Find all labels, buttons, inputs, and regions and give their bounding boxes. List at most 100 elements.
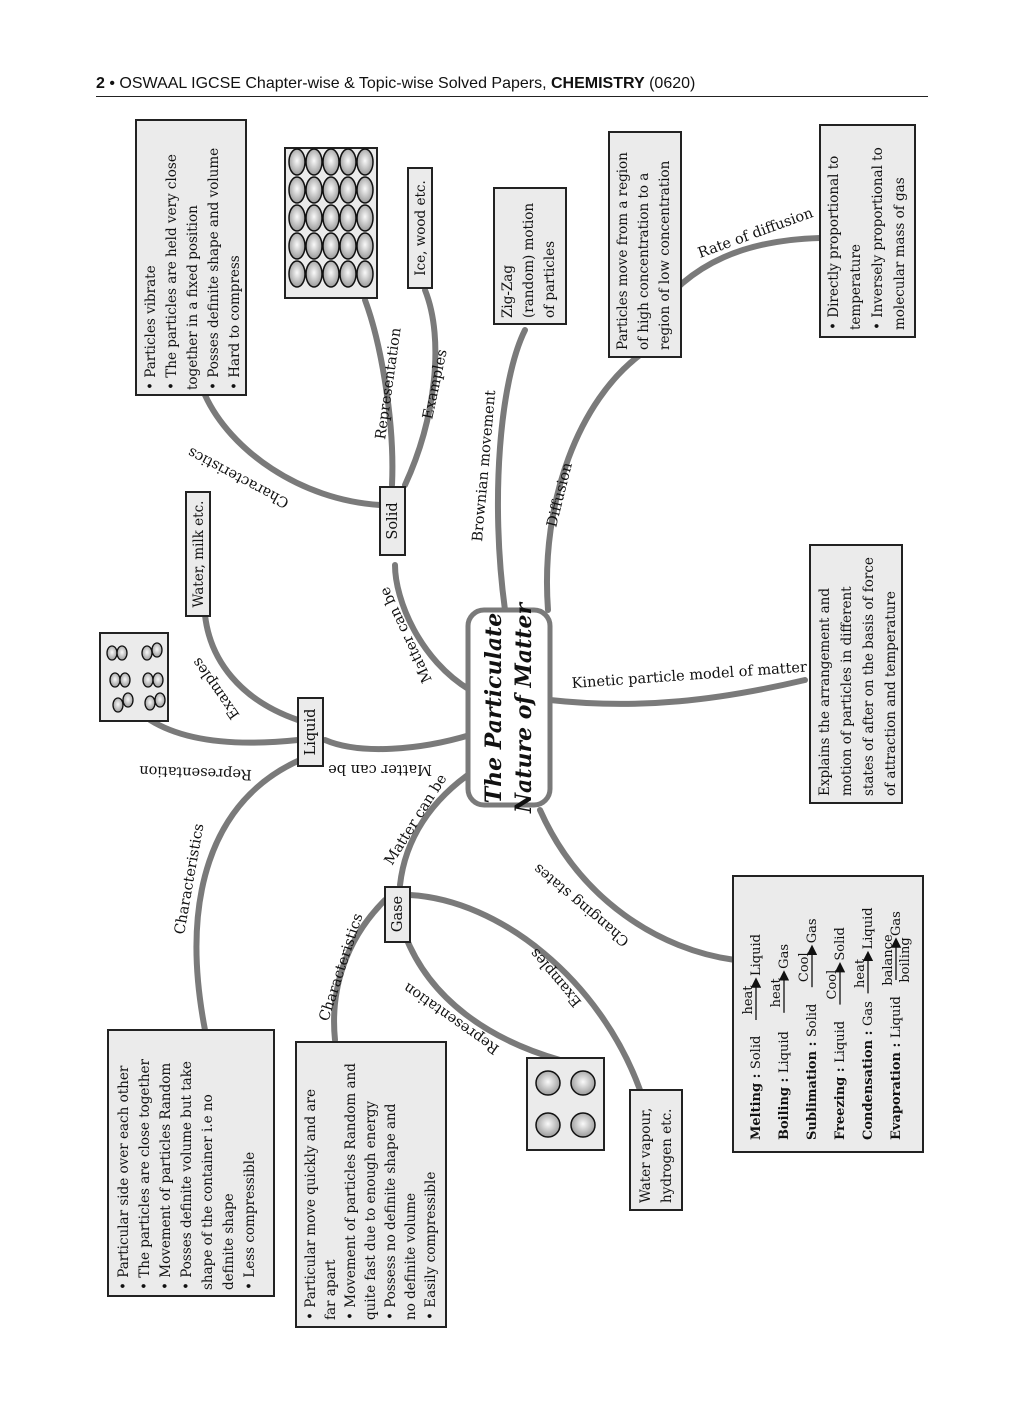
text-line: quite fast due to enough energy bbox=[363, 1101, 379, 1320]
text-line: shape of the container i.e no bbox=[200, 1094, 216, 1290]
branch-solid-char bbox=[202, 392, 383, 508]
gas-representation bbox=[526, 1057, 605, 1151]
text-line: • Hard to compress bbox=[227, 255, 243, 390]
text-line: of attraction and temperature bbox=[883, 591, 899, 796]
solid-particle bbox=[288, 176, 306, 204]
solid-particle bbox=[305, 260, 323, 288]
branch-solid-ex bbox=[402, 287, 439, 488]
text-line: • The particles are close together bbox=[137, 1059, 153, 1290]
label-brownian: Brownian movement bbox=[470, 389, 499, 542]
condition-below: boiling bbox=[898, 937, 913, 982]
label-liquid-representation: Representation bbox=[139, 762, 252, 782]
liquid-particle bbox=[152, 672, 164, 688]
solid-examples-text: Ice, wood etc. bbox=[413, 180, 429, 275]
branch-center-solid bbox=[392, 562, 473, 693]
header-subject: CHEMISTRY bbox=[551, 75, 645, 92]
text-line: • Particular move quickly and are bbox=[303, 1089, 319, 1320]
branch-center-liquid bbox=[322, 732, 473, 753]
solid-particle bbox=[288, 148, 306, 176]
liquid-characteristics-box: • Particular side over each other• The p… bbox=[107, 1029, 275, 1297]
liquid-particles bbox=[106, 642, 166, 713]
solid-particle bbox=[339, 176, 357, 204]
node-gas-label: Gase bbox=[390, 896, 406, 932]
solid-particle bbox=[356, 260, 374, 288]
solid-characteristics-box: • Particles vibrate• The particles are h… bbox=[135, 119, 247, 396]
condition-above: heat bbox=[769, 978, 784, 1008]
text-line: far apart bbox=[323, 1259, 339, 1320]
label-matter-liquid: Matter can be bbox=[328, 761, 432, 777]
state-change-equation: Boiling : Liquid bbox=[777, 1031, 792, 1140]
solid-particle bbox=[288, 204, 306, 232]
solid-particle bbox=[322, 204, 340, 232]
text-line: • Inversely proportional to bbox=[870, 147, 886, 330]
state-change-row: Melting : Solid heat Liquid bbox=[741, 934, 764, 1140]
condition-above: Cool bbox=[825, 970, 840, 1000]
branch-gas-rep bbox=[402, 932, 563, 1063]
liquid-examples-box: Water, milk etc. bbox=[185, 491, 211, 617]
text-line: Water vapour, bbox=[638, 1108, 654, 1203]
state-change-equation: Sublimation : Solid bbox=[805, 1004, 820, 1140]
state-change-row: Boiling : Liquid heat Gas bbox=[769, 944, 792, 1140]
text-line: molecular mass of gas bbox=[892, 177, 908, 330]
state-to: Gas bbox=[777, 944, 792, 969]
gas-particle bbox=[570, 1070, 596, 1096]
state-to: Solid bbox=[833, 927, 848, 960]
text-line: • Less compressible bbox=[242, 1152, 258, 1290]
liquid-particle bbox=[116, 645, 128, 661]
diffusion-text: Particles move from a region of high conc… bbox=[615, 152, 673, 350]
text-line: Particles move from a region bbox=[615, 152, 631, 350]
text-line: (random) motion bbox=[521, 203, 537, 318]
condition-above: heat bbox=[741, 985, 756, 1015]
text-line: together in a fixed position bbox=[185, 205, 201, 390]
text-line: states of after on the basis of force bbox=[861, 557, 877, 796]
branch-diffusion bbox=[544, 352, 643, 613]
solid-particle bbox=[356, 176, 374, 204]
label-diffusion: Diffusion bbox=[544, 461, 576, 529]
state-change-equation: Melting : Solid bbox=[749, 1036, 764, 1140]
text-line: • Posses definite shape and volume bbox=[206, 148, 222, 390]
gas-characteristics-box: • Particular move quickly and are far ap… bbox=[295, 1041, 447, 1328]
gas-characteristics-text: • Particular move quickly and are far ap… bbox=[303, 1063, 439, 1320]
solid-particle bbox=[305, 232, 323, 260]
center-title-line2: Nature of Matter bbox=[511, 602, 537, 814]
liquid-particle bbox=[151, 642, 163, 658]
branch-liquid-char bbox=[193, 757, 303, 1033]
text-line: Explains the arrangement and bbox=[817, 588, 833, 796]
gas-particle bbox=[570, 1112, 596, 1138]
text-line: of high concentration to a bbox=[636, 173, 652, 350]
text-line: • Movement of particles Random and bbox=[343, 1063, 359, 1320]
solid-particle bbox=[339, 204, 357, 232]
solid-particle bbox=[339, 232, 357, 260]
branch-changing bbox=[537, 807, 738, 963]
liquid-particle bbox=[109, 672, 121, 688]
branch-kinetic bbox=[547, 677, 808, 707]
text-line: • Possess no definite shape and bbox=[383, 1103, 399, 1320]
liquid-particle bbox=[112, 697, 124, 713]
branch-solid-rep bbox=[362, 297, 396, 488]
solid-particles bbox=[288, 148, 374, 288]
header-title: OSWAAL IGCSE Chapter-wise & Topic-wise S… bbox=[119, 75, 547, 92]
text-line: • Movement of particles Random bbox=[158, 1063, 174, 1290]
text-line: no definite volume bbox=[403, 1193, 419, 1320]
text-line: • Directly proportional to bbox=[826, 156, 842, 330]
label-rate-of-diffusion: Rate of diffusion bbox=[696, 205, 815, 262]
state-to: Gas bbox=[805, 918, 820, 943]
state-change-equation: Evaporation : Liquid bbox=[889, 996, 904, 1140]
solid-particle bbox=[339, 148, 357, 176]
solid-particle bbox=[305, 148, 323, 176]
state-to: Gas bbox=[889, 911, 904, 936]
state-to: Liquid bbox=[749, 934, 764, 976]
label-gas-characteristics: Characteristics bbox=[317, 912, 367, 1024]
diffusion-box: Particles move from a region of high conc… bbox=[608, 131, 682, 358]
text-line: Zig-Zag bbox=[500, 265, 516, 318]
label-liquid-examples: Examples bbox=[189, 654, 243, 721]
text-line: definite shape bbox=[221, 1193, 237, 1290]
gas-examples-text: Water vapour,hydrogen etc. bbox=[638, 1108, 675, 1203]
branch-brownian bbox=[494, 327, 528, 613]
branch-center-gas bbox=[397, 767, 478, 888]
liquid-particle bbox=[141, 645, 153, 661]
gas-particles bbox=[535, 1070, 596, 1138]
solid-representation bbox=[284, 147, 378, 299]
